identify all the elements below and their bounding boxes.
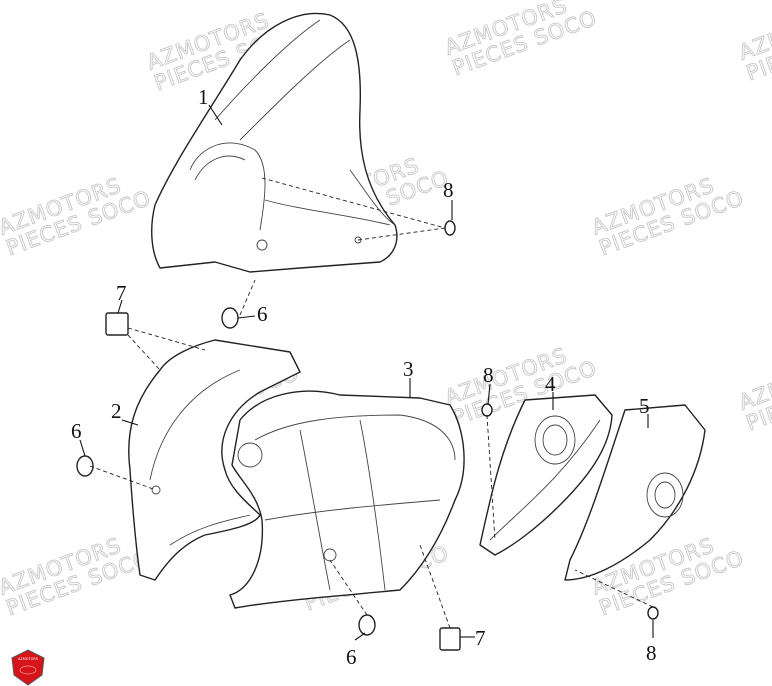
callout-3: 3 (403, 357, 414, 381)
part-6-screw (221, 307, 239, 329)
assembly-lines (89, 177, 654, 629)
callout-7: 7 (116, 281, 127, 305)
part-5-outer-cover (564, 404, 706, 581)
hardware (76, 220, 659, 651)
callout-2: 2 (111, 399, 122, 423)
part-7-clip (439, 627, 461, 651)
part-2-left-side-panel (128, 339, 301, 581)
part-8-bolt (481, 403, 493, 417)
part-3-center-side-panel (229, 390, 465, 609)
callout-labels: 1 8 7 6 3 2 6 8 4 5 6 7 8 (71, 85, 657, 669)
callout-8: 8 (483, 363, 494, 387)
part-4-rear-cover (479, 394, 613, 556)
part-1-upper-cover (151, 12, 398, 273)
leader-lines (79, 104, 654, 641)
callout-6: 6 (71, 419, 82, 443)
callout-1: 1 (198, 85, 209, 109)
azmotors-logo: AZMOTORS (11, 649, 45, 686)
callout-8: 8 (443, 178, 454, 202)
part-7-clip (105, 312, 129, 336)
callout-6: 6 (346, 645, 357, 669)
callout-6: 6 (257, 302, 268, 326)
svg-text:AZMOTORS: AZMOTORS (18, 657, 39, 661)
part-6-screw (358, 614, 376, 636)
callout-8: 8 (646, 641, 657, 665)
callout-4: 4 (545, 372, 556, 396)
callout-5: 5 (639, 394, 650, 418)
part-8-bolt (647, 606, 659, 620)
part-8-bolt (444, 220, 456, 236)
callout-7: 7 (475, 626, 486, 650)
